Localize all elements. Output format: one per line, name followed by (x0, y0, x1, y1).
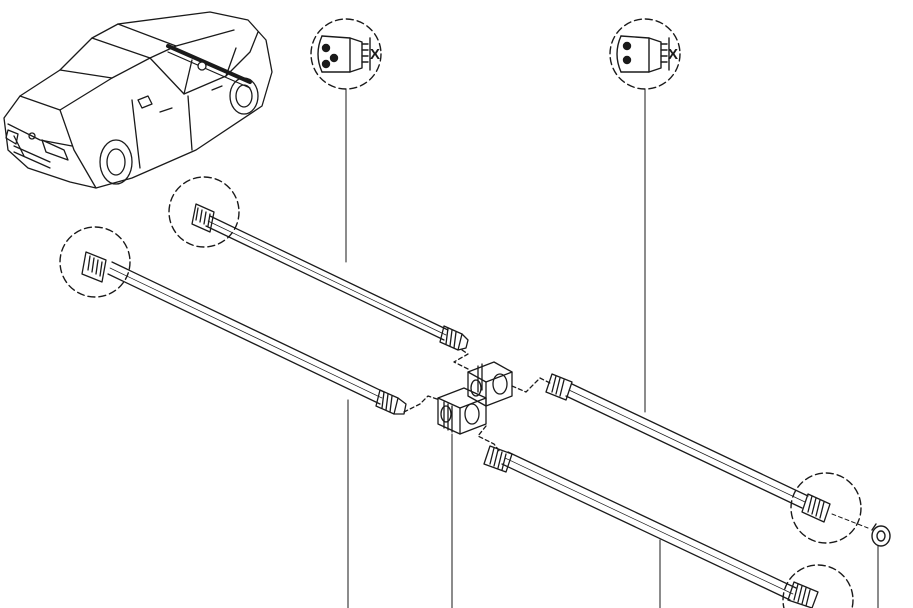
rod-lower-right (483, 445, 854, 608)
connector-end-icon (317, 35, 371, 73)
car-icon (3, 11, 273, 189)
coupling-assembly (403, 349, 553, 608)
callout-right: X (609, 18, 681, 413)
rod-upper-right (545, 373, 869, 544)
rod-upper-left (168, 176, 469, 351)
dimension-x-label-left: X (370, 46, 380, 63)
callout-left: X (310, 18, 382, 263)
clip-washer (871, 523, 891, 608)
rod-lower-left (59, 226, 407, 608)
dimension-x-label-right: X (668, 46, 678, 63)
connector-end-icon (616, 35, 670, 73)
